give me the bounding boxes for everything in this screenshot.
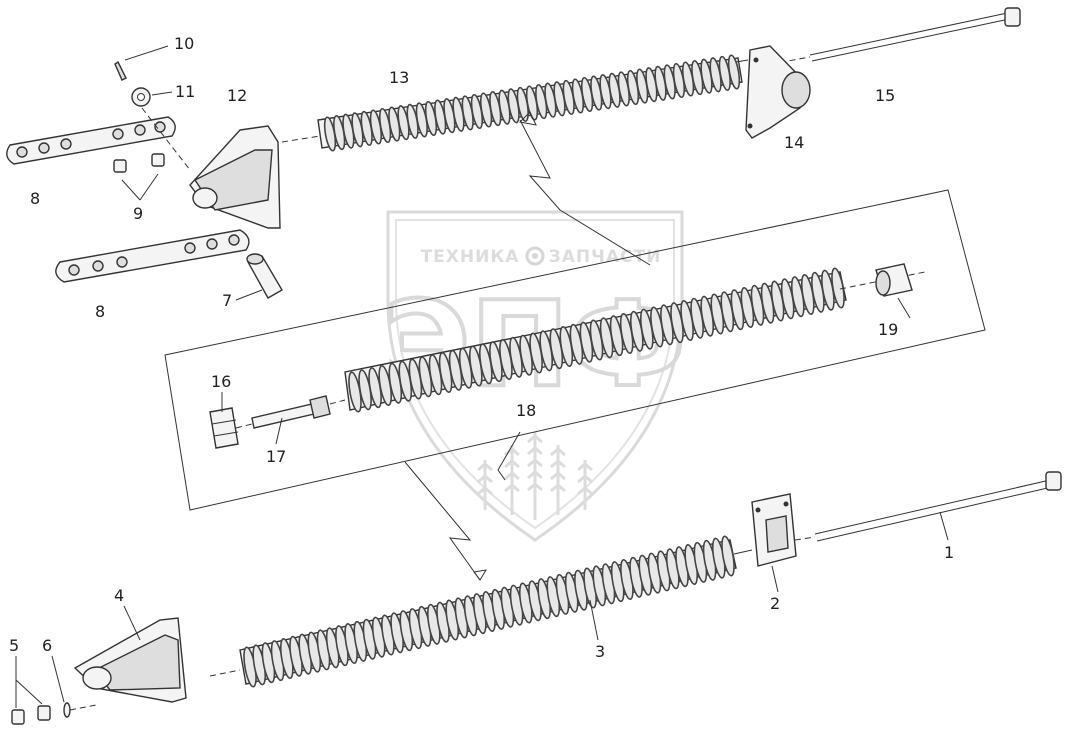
label-11: 11 [175, 82, 195, 101]
block-2 [751, 493, 797, 593]
nuts-5 [11, 656, 51, 725]
label-16: 16 [211, 372, 231, 391]
screw-10 [114, 45, 169, 81]
shaft-17 [235, 395, 346, 445]
label-1: 1 [944, 543, 954, 562]
rod-15 [759, 7, 1021, 67]
labels: 1 2 3 4 5 6 7 8 8 9 10 11 12 13 14 15 16… [9, 34, 954, 661]
watermark-left-word: ТЕХНИКА [421, 247, 520, 267]
washer-11 [131, 87, 173, 107]
gear-icon [525, 246, 545, 266]
label-12: 12 [227, 86, 247, 105]
nuts-9 [113, 153, 165, 201]
plug-19 [875, 263, 913, 319]
label-8-upper: 8 [30, 189, 40, 208]
bracket-4 [73, 605, 187, 703]
label-10: 10 [174, 34, 194, 53]
bracket-14 [745, 45, 811, 139]
label-6: 6 [42, 636, 52, 655]
wheat-emblem [477, 432, 593, 520]
rod-1 [794, 471, 1062, 542]
label-4: 4 [114, 586, 124, 605]
spring-coil [831, 267, 845, 309]
sleeve-16 [209, 392, 239, 449]
middle-frame [164, 189, 986, 511]
break-line-upper [518, 111, 651, 266]
break-line-lower [404, 431, 521, 581]
label-19: 19 [878, 320, 898, 339]
label-15: 15 [875, 86, 895, 105]
label-14: 14 [784, 133, 804, 152]
plate-8-lower [55, 229, 250, 283]
label-13: 13 [389, 68, 409, 87]
label-5: 5 [9, 636, 19, 655]
label-18: 18 [516, 401, 536, 420]
bracket-12 [189, 125, 281, 229]
spring-coil [721, 535, 735, 577]
spring-13 [281, 54, 749, 152]
label-7: 7 [222, 291, 232, 310]
washer-6 [51, 655, 71, 718]
label-9: 9 [133, 204, 143, 223]
pin-7 [235, 253, 283, 301]
label-8-lower: 8 [95, 302, 105, 321]
spring-3 [209, 535, 753, 688]
label-3: 3 [595, 642, 605, 661]
label-2: 2 [770, 594, 780, 613]
plate-8-upper [6, 116, 176, 165]
watermark-right-word: ЗАПЧАСТИ [549, 247, 662, 267]
spring-18 [344, 267, 926, 413]
label-17: 17 [266, 447, 286, 466]
spring-coil [727, 54, 741, 90]
